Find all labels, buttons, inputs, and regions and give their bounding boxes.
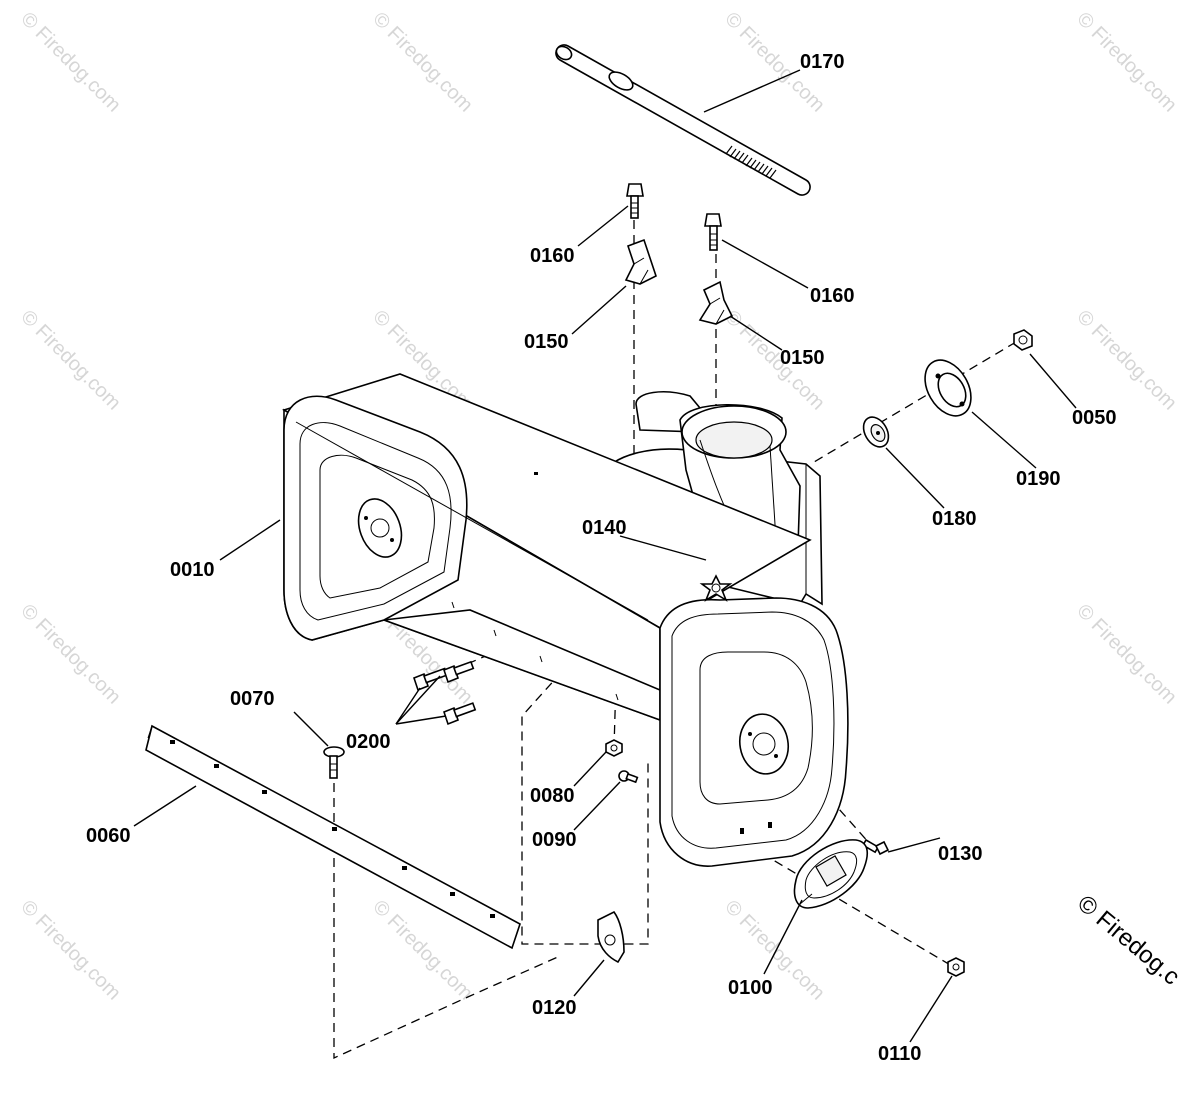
- label-0190[interactable]: 0190: [1016, 468, 1061, 490]
- nut-0110: [947, 957, 965, 977]
- bracket-0120: [597, 910, 625, 964]
- label-0150-right[interactable]: 0150: [780, 347, 825, 369]
- shaft-0170: [555, 44, 811, 196]
- auger-housing-0010: [282, 373, 812, 722]
- label-0100[interactable]: 0100: [728, 977, 773, 999]
- nut-0080: [605, 739, 623, 757]
- label-0070[interactable]: 0070: [230, 688, 275, 710]
- bolt-0160-right: [704, 213, 722, 251]
- watermark: © Firedog.com: [1072, 306, 1180, 415]
- watermark: © Firedog.com: [16, 600, 125, 709]
- flange-0190: [924, 359, 972, 417]
- label-0180[interactable]: 0180: [932, 508, 977, 530]
- label-0110[interactable]: 0110: [878, 1043, 921, 1065]
- label-0010[interactable]: 0010: [170, 559, 215, 581]
- label-0080[interactable]: 0080: [530, 785, 575, 807]
- label-0160-left[interactable]: 0160: [530, 245, 575, 267]
- label-0090[interactable]: 0090: [532, 829, 577, 851]
- watermark-corner: © Firedog.c: [1072, 890, 1180, 991]
- label-0130[interactable]: 0130: [938, 843, 983, 865]
- label-0120[interactable]: 0120: [532, 997, 577, 1019]
- bolt-0160-left: [626, 183, 644, 219]
- watermark: © Firedog.com: [368, 8, 477, 117]
- watermark: © Firedog.com: [1072, 600, 1180, 709]
- watermark: © Firedog.com: [16, 306, 125, 415]
- watermark: © Firedog.com: [16, 896, 125, 1005]
- label-0170[interactable]: 0170: [800, 51, 845, 73]
- label-0060[interactable]: 0060: [86, 825, 131, 847]
- label-0160-right[interactable]: 0160: [810, 285, 855, 307]
- nut-0050: [1013, 329, 1033, 351]
- watermark: © Firedog.com: [1072, 8, 1180, 117]
- label-0150-left[interactable]: 0150: [524, 331, 569, 353]
- housing-side-plate: [659, 597, 849, 867]
- scraper-bar-0060: [145, 724, 521, 950]
- clip-0150-right: [698, 280, 734, 325]
- bolt-0130: [861, 838, 890, 856]
- watermark: © Firedog.com: [16, 8, 125, 117]
- star-nut-0140: [699, 574, 733, 602]
- clip-0150-left: [624, 238, 657, 285]
- skid-shoe-0100: [793, 839, 869, 909]
- bolt-0090: [618, 770, 639, 784]
- label-0200[interactable]: 0200: [346, 731, 391, 753]
- label-0050[interactable]: 0050: [1072, 407, 1117, 429]
- label-0140[interactable]: 0140: [582, 517, 627, 539]
- bearing-0180: [862, 416, 890, 448]
- carriage-bolts-0200: [413, 660, 477, 726]
- leader-lines: [133, 69, 1077, 1043]
- carriage-bolt-0070: [323, 746, 345, 779]
- part-labels: 0170 0160 0160 0150 0150 0050 0190 0180 …: [86, 51, 1117, 1065]
